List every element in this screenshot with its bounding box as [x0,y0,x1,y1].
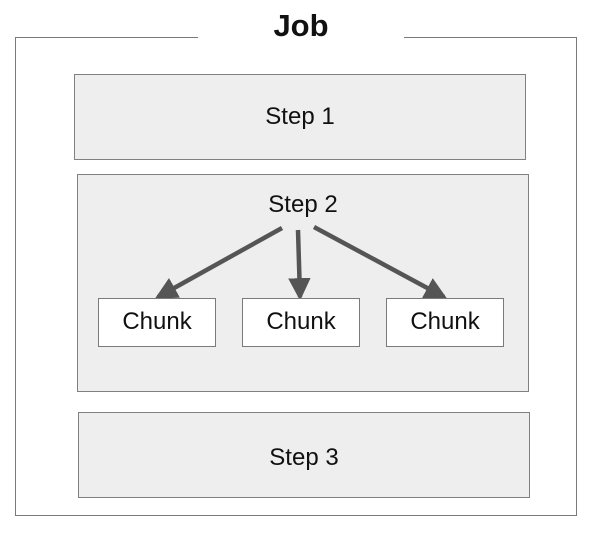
chunk-1-box: Chunk [98,298,216,347]
step-1-box: Step 1 [74,74,526,160]
arrow-to-chunk-2 [288,229,311,301]
step-1-label: Step 1 [265,103,335,130]
arrow-to-chunk-1 [154,226,284,299]
arrow-to-chunk-3 [312,225,448,299]
job-title: Job [198,4,404,48]
step-3-label: Step 3 [269,444,339,471]
step-2-label: Step 2 [268,191,338,218]
chunk-2-box: Chunk [242,298,360,347]
chunk-3-box: Chunk [386,298,504,347]
step-3-box: Step 3 [78,412,530,498]
